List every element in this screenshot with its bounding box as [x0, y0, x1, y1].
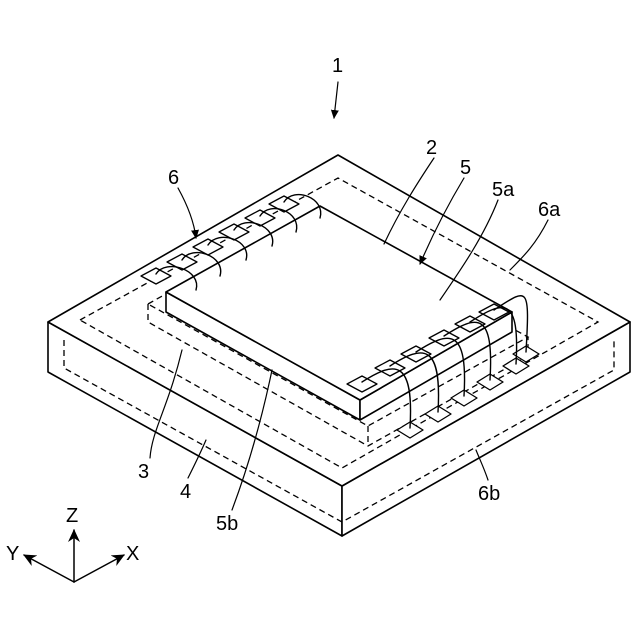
label-substrate-top-surface: 6a — [538, 199, 561, 221]
label-substrate: 6 — [168, 167, 179, 189]
axis-x-label: X — [126, 543, 139, 565]
device-arrow — [334, 82, 338, 118]
axis-y-line — [24, 555, 74, 582]
label-chip: 5 — [460, 157, 471, 179]
label-device: 1 — [332, 55, 343, 77]
label-chip-top-surface: 5a — [492, 179, 515, 201]
label-substrate-top: 2 — [426, 137, 437, 159]
axis-y-label: Y — [6, 543, 19, 565]
label-substrate-side-surface: 6b — [478, 483, 500, 505]
label-adhesive: 3 — [138, 461, 149, 483]
axis-triad: Z Y X — [6, 505, 139, 582]
label-cavity: 4 — [180, 481, 191, 503]
axis-z-label: Z — [66, 505, 78, 527]
label-chip-side-surface: 5b — [216, 513, 238, 535]
axis-x-line — [74, 555, 124, 582]
leader-6 — [178, 188, 196, 238]
